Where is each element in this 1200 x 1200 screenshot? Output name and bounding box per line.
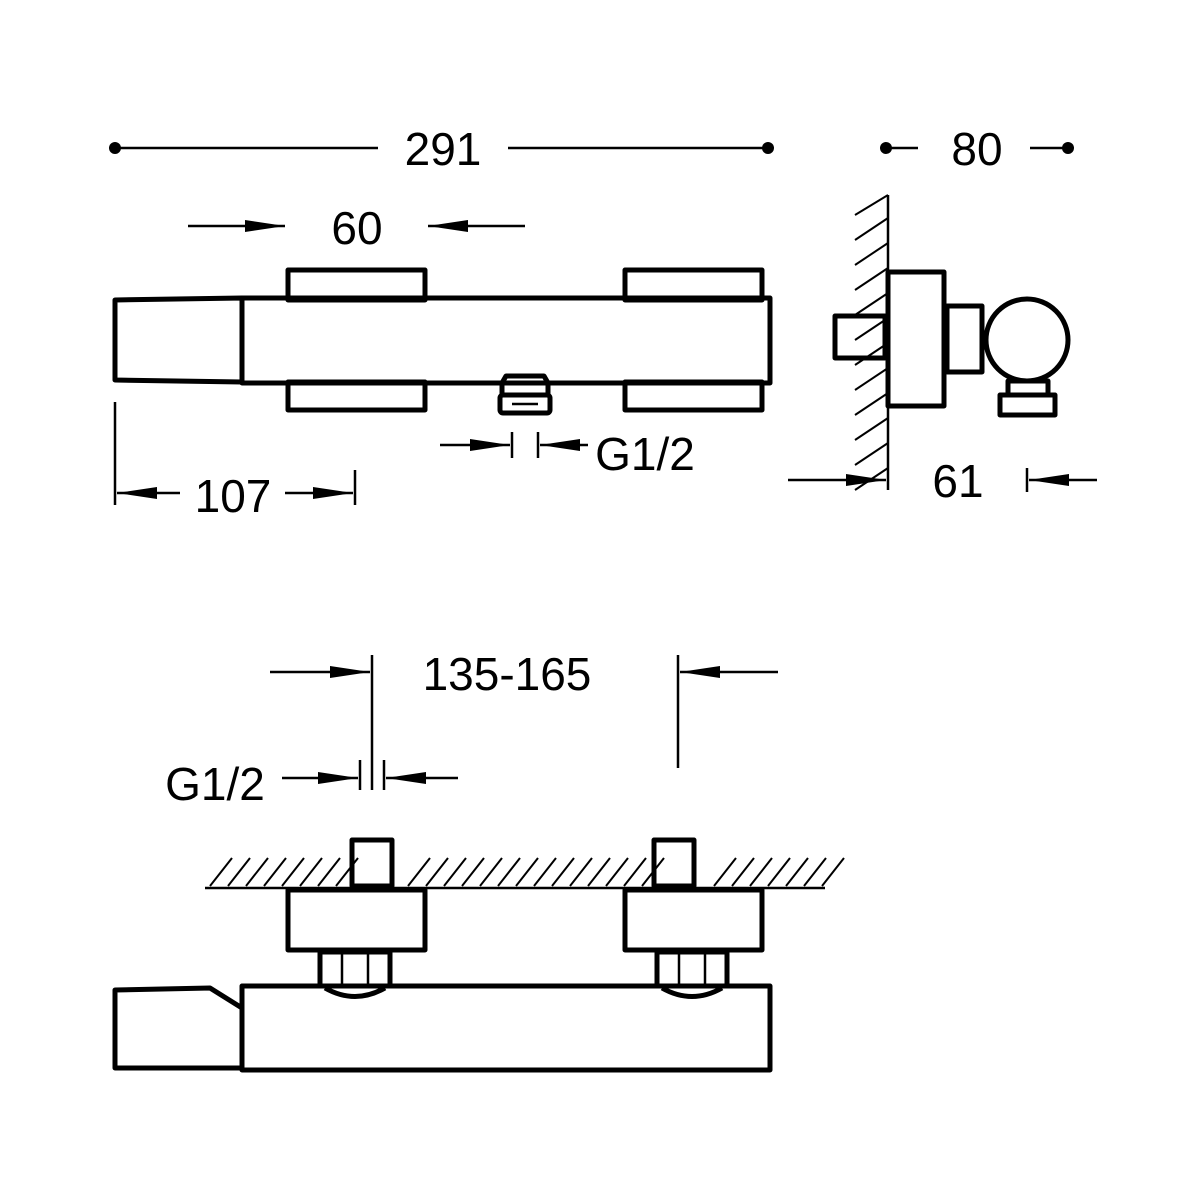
nut-right <box>654 949 730 989</box>
wall-hatch-horizontal <box>209 857 845 887</box>
hatch-line <box>263 857 287 887</box>
handle-left-bottom <box>285 379 428 413</box>
hatch-line <box>767 857 791 887</box>
label-61: 61 <box>932 455 983 507</box>
handle-right-bottom <box>622 379 765 413</box>
hatch-line <box>425 857 449 887</box>
body-section <box>983 296 1071 384</box>
hatch-line <box>461 857 485 887</box>
hatch-line <box>821 857 845 887</box>
hatch-line <box>569 857 593 887</box>
label-g12-inlet: G1/2 <box>165 758 265 810</box>
dimension-inlet-thread: G1/2 <box>165 758 458 810</box>
label-291: 291 <box>405 123 482 175</box>
dimension-inlet-spacing: 135-165 <box>270 648 778 790</box>
label-107: 107 <box>195 470 272 522</box>
hatch-line <box>227 857 251 887</box>
outlet-side <box>997 392 1058 418</box>
hatch-line <box>749 857 773 887</box>
hatch-line <box>407 857 431 887</box>
dimension-handle-width: 60 <box>188 202 525 254</box>
hatch-line <box>587 857 611 887</box>
hatch-line <box>785 857 809 887</box>
wall-plate <box>885 269 947 409</box>
hatch-line <box>281 857 305 887</box>
hatch-line <box>479 857 503 887</box>
body-top <box>239 983 773 1073</box>
front-view <box>112 267 773 416</box>
hatch-line <box>803 857 827 887</box>
dimension-depth: 80 <box>880 123 1074 175</box>
cap <box>112 295 245 385</box>
hatch-line <box>209 857 233 887</box>
top-view <box>112 837 845 1073</box>
hatch-line <box>731 857 755 887</box>
wall-plate-right <box>622 887 765 953</box>
hatch-line <box>245 857 269 887</box>
dimension-outlet-thread: G1/2 <box>440 428 695 480</box>
hatch-line <box>317 857 341 887</box>
hatch-line <box>713 857 737 887</box>
dimension-cap-length: 107 <box>113 402 357 522</box>
nut-left <box>317 949 393 989</box>
wall-plate-left <box>285 887 428 953</box>
cap-top <box>112 985 245 1071</box>
hatch-line <box>497 857 521 887</box>
inlet-stub-right <box>651 837 697 889</box>
dimension-wall-to-outlet: 61 <box>788 455 1097 507</box>
body <box>239 295 773 386</box>
side-view <box>832 194 1071 491</box>
dimension-overall-length: 291 <box>109 123 774 175</box>
hatch-line <box>335 857 359 887</box>
hatch-line <box>551 857 575 887</box>
label-80: 80 <box>951 123 1002 175</box>
hatch-line <box>443 857 467 887</box>
hatch-line <box>515 857 539 887</box>
hatch-line <box>623 857 647 887</box>
nut <box>944 303 985 375</box>
label-135-165: 135-165 <box>423 648 592 700</box>
inlet-stub-left <box>349 837 395 889</box>
label-60: 60 <box>331 202 382 254</box>
hatch-line <box>533 857 557 887</box>
label-g12-outlet: G1/2 <box>595 428 695 480</box>
hatch-line <box>605 857 629 887</box>
hatch-line <box>299 857 323 887</box>
inlet-stub <box>832 313 888 361</box>
